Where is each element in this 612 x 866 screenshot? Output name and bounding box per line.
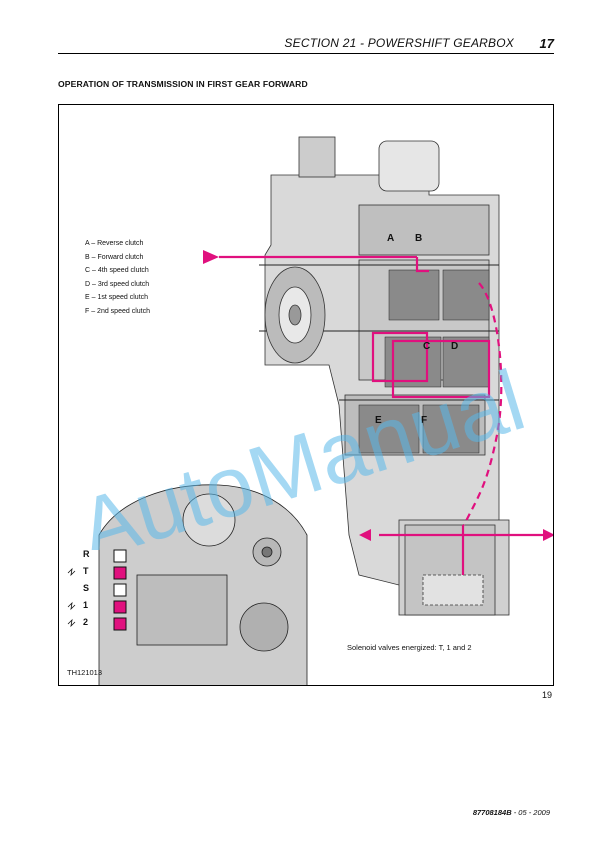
operation-title: OPERATION OF TRANSMISSION IN FIRST GEAR … — [58, 79, 308, 89]
clutch-label-D: D — [451, 341, 459, 352]
clutch-label-C: C — [423, 341, 431, 352]
doc-date: - 05 - 2009 — [513, 808, 550, 817]
page-number: 17 — [539, 36, 554, 51]
section-title: SECTION 21 - POWERSHIFT GEARBOX — [284, 36, 514, 50]
legend-item: B – Forward clutch — [85, 253, 144, 261]
solenoid-label-2: 2 — [83, 617, 89, 627]
doc-number: 87708184B — [472, 808, 512, 817]
transmission-diagram — [67, 136, 553, 685]
legend-item: A – Reverse clutch — [85, 240, 144, 247]
legend-item: D – 3rd speed clutch — [85, 280, 150, 288]
header-rule — [58, 53, 554, 54]
legend-item: C – 4th speed clutch — [85, 267, 149, 274]
figure-number: 19 — [542, 690, 553, 700]
solenoid-label-1: 1 — [83, 600, 89, 610]
clutch-label-B: B — [415, 233, 423, 244]
legend-item: F – 2nd speed clutch — [85, 307, 150, 315]
solenoid-label-T: T — [83, 566, 89, 576]
clutch-legend: A – Reverse clutch B – Forward clutch C … — [85, 237, 150, 318]
clutch-label-F: F — [421, 415, 428, 426]
figure-reference: TH121013 — [67, 668, 103, 677]
legend-item: E – 1st speed clutch — [85, 294, 149, 301]
page-header: SECTION 21 - POWERSHIFT GEARBOX 17 — [58, 36, 554, 52]
figure-frame: A B C D E F R T S 1 2 A – Reverse clutch… — [58, 104, 554, 686]
clutch-label-A: A — [387, 233, 395, 244]
solenoid-label-R: R — [83, 549, 90, 559]
clutch-label-E: E — [375, 415, 382, 426]
solenoid-label-S: S — [83, 583, 90, 593]
page-footer: 87708184B - 05 - 2009 — [473, 808, 550, 817]
figure-caption: Solenoid valves energized: T, 1 and 2 — [347, 643, 472, 652]
